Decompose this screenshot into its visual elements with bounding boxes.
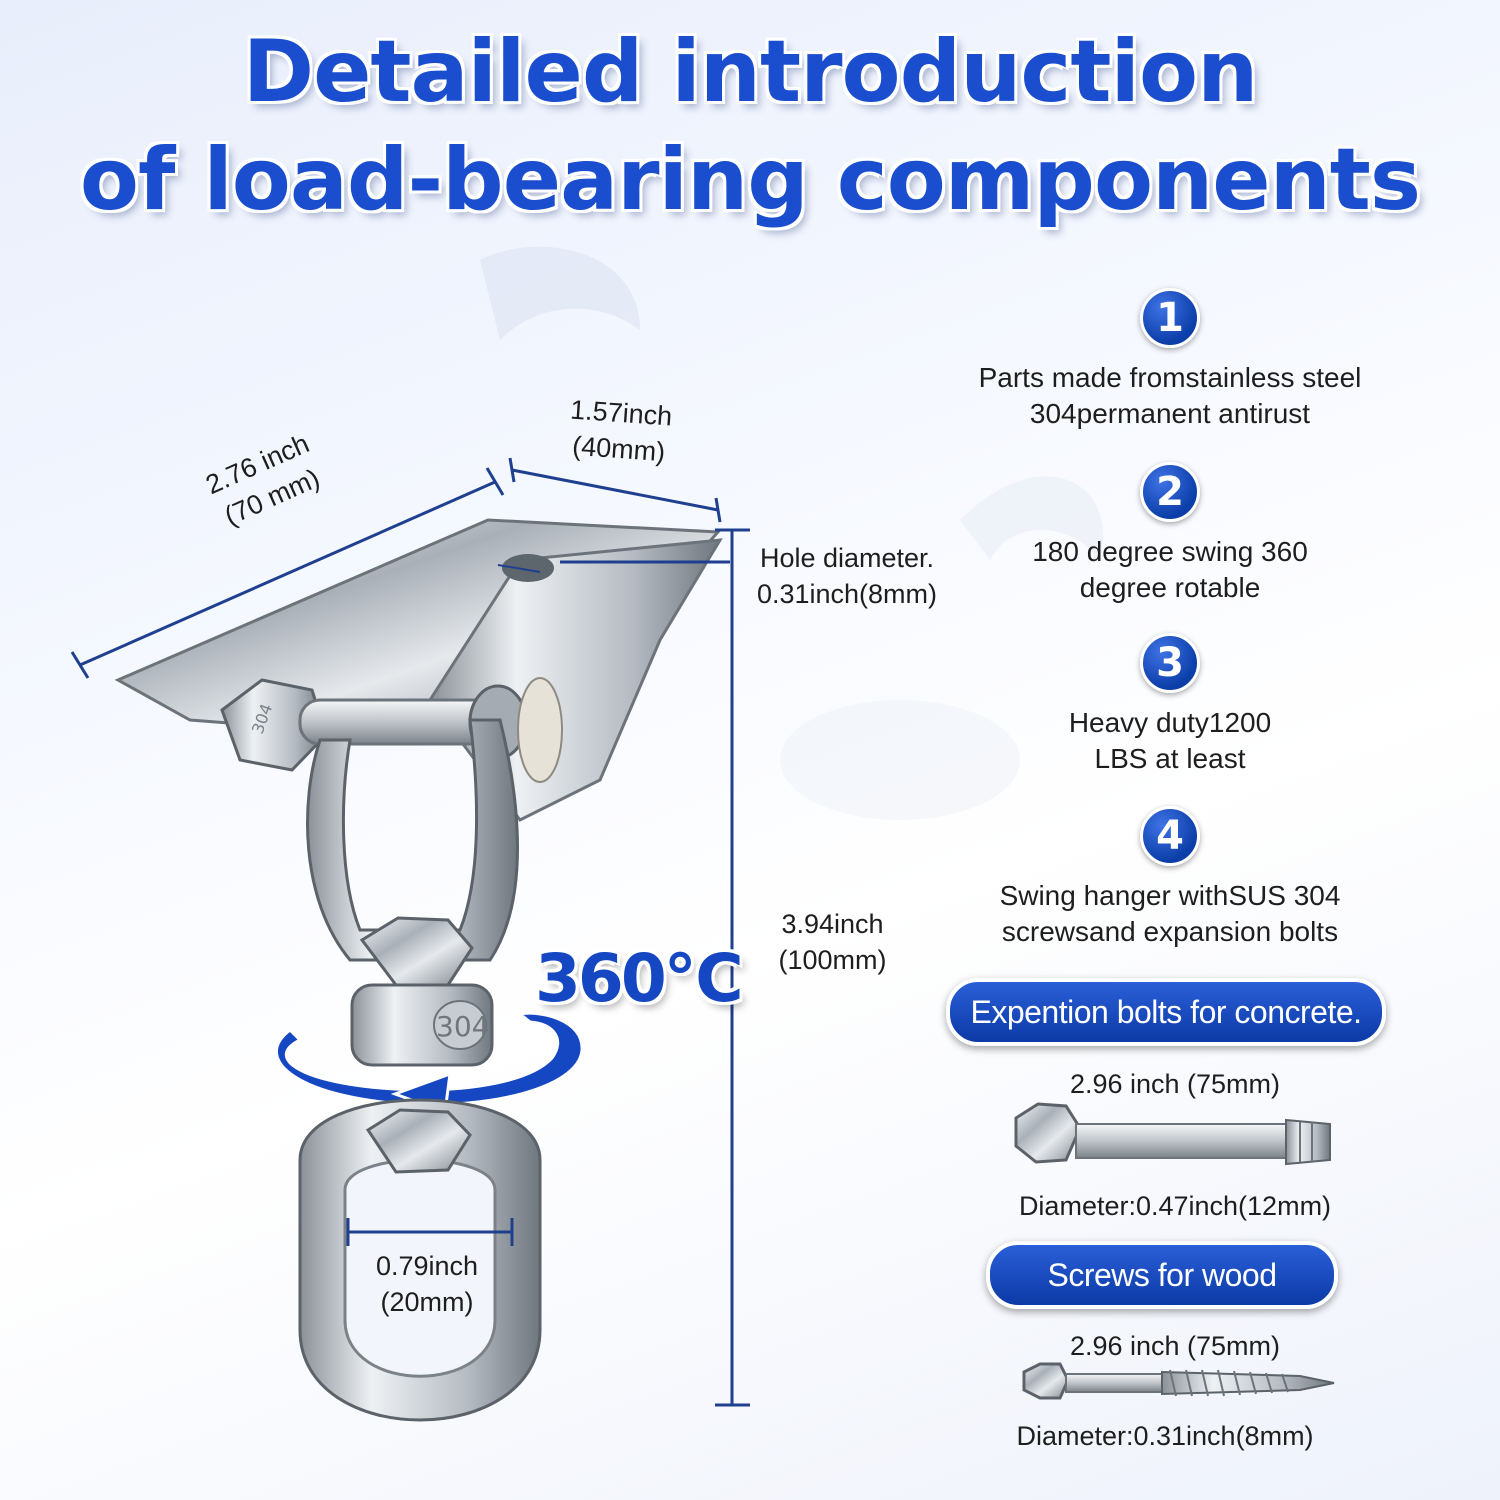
feature-1-line-1: Parts made fromstainless steel	[978, 362, 1362, 393]
title-line-2: of load-bearing components	[79, 130, 1421, 230]
dimension-lines	[70, 457, 750, 1407]
height-mm: (100mm)	[778, 945, 887, 975]
hole-value: 0.31inch(8mm)	[756, 579, 938, 609]
feature-4: 4 Swing hanger withSUS 304 screwsand exp…	[940, 806, 1400, 950]
ring-inch: 0.79inch	[375, 1251, 479, 1281]
feature-1-line-2: 304permanent antirust	[1029, 398, 1311, 429]
rotation-label: 360℃	[535, 940, 744, 1017]
ring-mm: (20mm)	[380, 1287, 474, 1317]
concrete-bolt-length: 2.96 inch (75mm)	[1069, 1069, 1281, 1099]
feature-3-line-1: Heavy duty1200	[1068, 707, 1272, 738]
wood-screw-length: 2.96 inch (75mm)	[1069, 1331, 1281, 1361]
expansion-bolt-image	[1014, 1102, 1331, 1166]
concrete-bolt-diameter: Diameter:0.47inch(12mm)	[1018, 1191, 1332, 1221]
mounting-hole	[502, 554, 554, 582]
feature-3-line-2: LBS at least	[1094, 743, 1246, 774]
swivel-body: 304	[350, 916, 494, 1067]
feature-3: 3 Heavy duty1200 LBS at least	[940, 633, 1400, 777]
ring-label: 0.79inch (20mm)	[362, 1248, 492, 1320]
height-label: 3.94inch (100mm)	[760, 906, 905, 978]
hex-bolt-head: 304	[220, 678, 328, 772]
hole-label: Hole diameter.	[759, 543, 935, 573]
feature-1: 1 Parts made fromstainless steel 304perm…	[940, 288, 1400, 432]
hole-diameter-label: Hole diameter. 0.31inch(8mm)	[742, 540, 952, 612]
wood-screw-diameter: Diameter:0.31inch(8mm)	[1016, 1421, 1314, 1451]
width-label: 1.57inch (40mm)	[558, 391, 683, 471]
title-line-1: Detailed introduction	[242, 22, 1259, 122]
feature-2-line-1: 180 degree swing 360	[1032, 536, 1308, 567]
feature-number-badge: 2	[1140, 462, 1200, 522]
feature-number-badge: 3	[1140, 633, 1200, 693]
mounting-plate	[114, 518, 723, 822]
feature-4-line-1: Swing hanger withSUS 304	[999, 880, 1341, 911]
upper-yoke	[306, 718, 519, 962]
height-inch: 3.94inch	[781, 909, 884, 939]
feature-2: 2 180 degree swing 360 degree rotable	[940, 462, 1400, 606]
background-decoration	[480, 246, 1104, 820]
concrete-bolts-pill: Expention bolts for concrete.	[946, 978, 1386, 1046]
wood-screw-image	[1022, 1362, 1335, 1400]
feature-number-badge: 1	[1140, 288, 1200, 348]
wood-screws-pill: Screws for wood	[986, 1241, 1338, 1309]
feature-number-badge: 4	[1140, 806, 1200, 866]
swivel-eye-ring	[298, 1098, 542, 1422]
feature-2-line-2: degree rotable	[1079, 572, 1261, 603]
engraving-text: 304	[436, 1010, 489, 1043]
feature-4-line-2: screwsand expansion bolts	[1001, 916, 1339, 947]
